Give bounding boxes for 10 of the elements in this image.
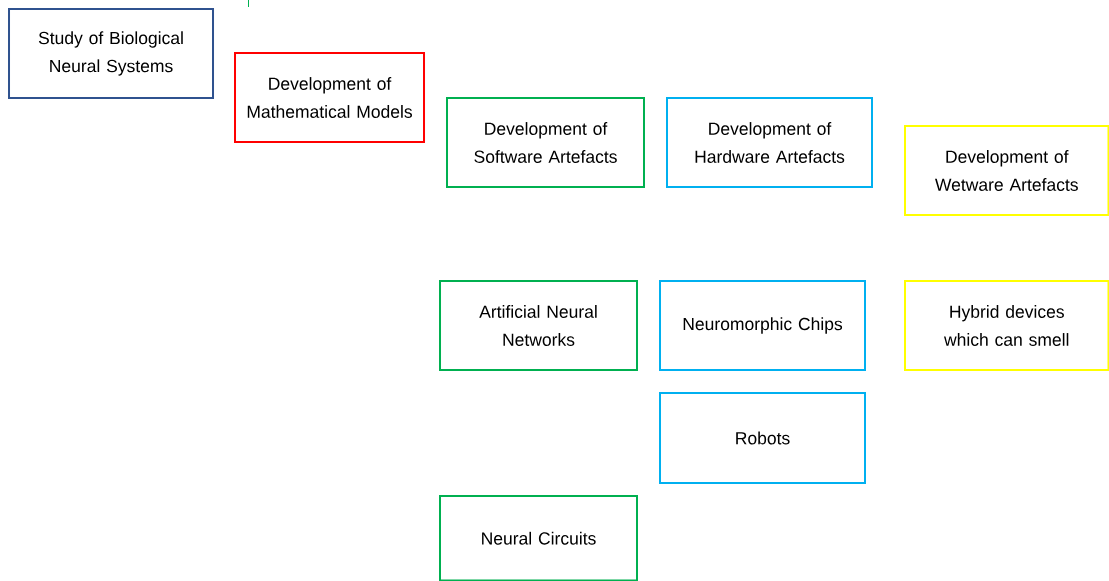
text-box: Robots [659, 392, 866, 484]
text-box: Development of Wetware Artefacts [904, 125, 1109, 216]
text-box: Neural Circuits [439, 495, 638, 581]
text-box: Artificial Neural Networks [439, 280, 638, 371]
text-box: Development of Mathematical Models [234, 52, 425, 143]
text-box: Development of Hardware Artefacts [666, 97, 873, 188]
text-box: Development of Software Artefacts [446, 97, 645, 188]
text-box: Hybrid devices which can smell [904, 280, 1109, 371]
text-box: Neuromorphic Chips [659, 280, 866, 371]
text-box: Study of Biological Neural Systems [8, 8, 214, 99]
